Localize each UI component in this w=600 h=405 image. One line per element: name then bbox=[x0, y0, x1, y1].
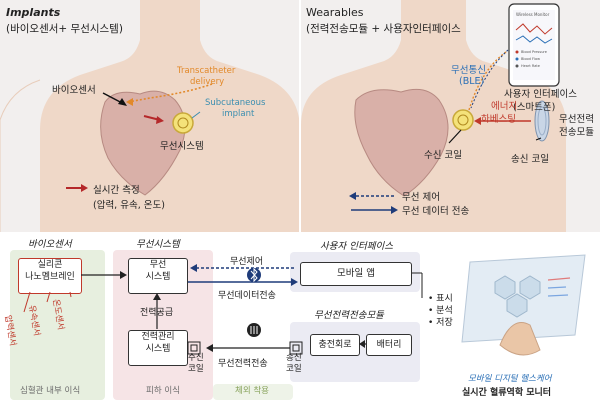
wireless-power-label: 무선전력전송 bbox=[218, 359, 268, 369]
biosensor-label: 바이오센서 bbox=[52, 85, 96, 96]
mobile-app-box: 모바일 앱 bbox=[300, 262, 412, 286]
panel-divider bbox=[299, 0, 301, 232]
tx-coil-line-1: 송신 bbox=[286, 353, 302, 363]
implants-panel: Implants (바이오센서+ 무선시스템) 바이오센서 Transcathe… bbox=[0, 0, 300, 232]
power-zone-title: 무선전력전송모듈 bbox=[314, 310, 384, 321]
battery-box: 배터리 bbox=[366, 334, 412, 356]
legend-data-label: 무선 데이터 전송 bbox=[402, 206, 470, 217]
bullet-display: • 표시 bbox=[428, 294, 453, 304]
monitor-caption-2: 실시간 혈류역학 모니터 bbox=[462, 388, 552, 398]
power-management-box: 전력관리 시스템 bbox=[128, 330, 188, 366]
power-supply-label: 전력공급 bbox=[140, 308, 174, 318]
bullet-store-text: 저장 bbox=[436, 318, 453, 328]
wireless-system-box: 무선 시스템 bbox=[128, 258, 188, 294]
implant-icon bbox=[172, 112, 194, 134]
biosensor-zone-foot: 심혈관 내부 이식 bbox=[20, 386, 81, 396]
power-module-label: 무선전력 bbox=[559, 114, 594, 125]
rx-coil-icon bbox=[452, 109, 474, 131]
tx-coil-line-2: 코일 bbox=[286, 364, 302, 374]
wearable-zone bbox=[213, 384, 293, 400]
phone-item-1: Blood Pressure bbox=[521, 50, 547, 54]
power-mgmt-line-1: 전력관리 bbox=[141, 332, 175, 342]
transcatheter-label: Transcatheter bbox=[177, 66, 236, 76]
monitor-caption-1: 모바일 디지털 헬스케어 bbox=[468, 374, 552, 384]
wireless-zone-title: 무선시스템 bbox=[136, 239, 180, 250]
wearables-title: Wearables bbox=[306, 6, 364, 19]
subcutaneous-label: Subcutaneous bbox=[205, 98, 266, 108]
tx-coil-diagram-label: 송신 코일 bbox=[286, 353, 308, 375]
implants-title: Implants bbox=[6, 6, 61, 19]
phone-item-3: Heart Rate bbox=[521, 64, 540, 68]
implants-subtitle: (바이오센서+ 무선시스템) bbox=[6, 23, 123, 35]
bullet-display-text: 표시 bbox=[436, 294, 453, 304]
wearables-illustration bbox=[301, 0, 566, 232]
ui-sub-label: (스마트폰) bbox=[513, 102, 556, 113]
wireless-data-label: 무선데이터전송 bbox=[218, 291, 276, 301]
rx-coil-line-2: 코일 bbox=[188, 364, 204, 374]
implants-illustration bbox=[0, 0, 300, 232]
ui-zone-title: 사용자 인터페이스 bbox=[320, 241, 393, 252]
wireless-zone-foot: 피하 이식 bbox=[146, 386, 180, 396]
silicone-line-2: 나노멤브레인 bbox=[25, 272, 75, 282]
wireless-control-label: 무선제어 bbox=[230, 257, 264, 267]
ble-label: 무선통신 bbox=[451, 65, 486, 76]
power-module-sub-label: 전송모듈 bbox=[559, 127, 594, 138]
rx-coil-diagram-icon bbox=[187, 341, 201, 355]
app-bullets: • 표시 • 분석 • 저장 bbox=[428, 293, 453, 329]
bullet-store: • 저장 bbox=[428, 318, 453, 328]
biosensor-zone-title: 바이오센서 bbox=[28, 239, 72, 250]
ui-label: 사용자 인터페이스 bbox=[504, 89, 577, 100]
rx-coil-label: 수신 코일 bbox=[424, 150, 462, 161]
hand-shape bbox=[499, 322, 541, 356]
ble-sub-label: (BLE) bbox=[459, 76, 485, 87]
power-mgmt-line-2: 시스템 bbox=[145, 344, 171, 354]
wearable-zone-foot: 체외 착용 bbox=[235, 386, 269, 396]
wireless-box-line-1: 무선 bbox=[149, 260, 167, 270]
wireless-box-line-2: 시스템 bbox=[145, 272, 171, 282]
harvest-label: 에너지 bbox=[491, 101, 518, 112]
wireless-system-label: 무선시스템 bbox=[160, 141, 204, 152]
measure-detail-label: (압력, 유속, 온도) bbox=[93, 200, 165, 211]
delivery-label: delivery bbox=[190, 77, 225, 87]
wearables-subtitle: (전력전송모듈 + 사용자인터페이스 bbox=[306, 23, 461, 35]
tx-coil-icon bbox=[534, 100, 550, 142]
wearables-panel: Wearables (전력전송모듈 + 사용자인터페이스 Wireless Mo… bbox=[301, 0, 600, 232]
silicone-line-1: 실리콘 bbox=[37, 260, 63, 270]
charging-circuit-box: 충전회로 bbox=[310, 334, 360, 356]
implant-label: implant bbox=[222, 109, 255, 119]
rx-coil-diagram-label: 수신 코일 bbox=[188, 353, 210, 375]
heart-shape bbox=[100, 90, 186, 196]
bullet-analyze-text: 분석 bbox=[436, 306, 453, 316]
legend-control-label: 무선 제어 bbox=[402, 192, 440, 203]
phone-header: Wireless Monitor bbox=[516, 12, 550, 17]
silicone-membrane-box: 실리콘 나노멤브레인 bbox=[18, 258, 82, 294]
rx-coil-line-1: 수신 bbox=[188, 353, 204, 363]
harvest-sub-label: 하베스팅 bbox=[481, 114, 516, 125]
tx-coil-label: 송신 코일 bbox=[511, 154, 549, 165]
realtime-measure-label: 실시간 측정 bbox=[93, 185, 140, 196]
bullet-analyze: • 분석 bbox=[428, 306, 453, 316]
heart-shape bbox=[354, 88, 449, 197]
phone-item-2: Blood Flow bbox=[521, 57, 540, 61]
